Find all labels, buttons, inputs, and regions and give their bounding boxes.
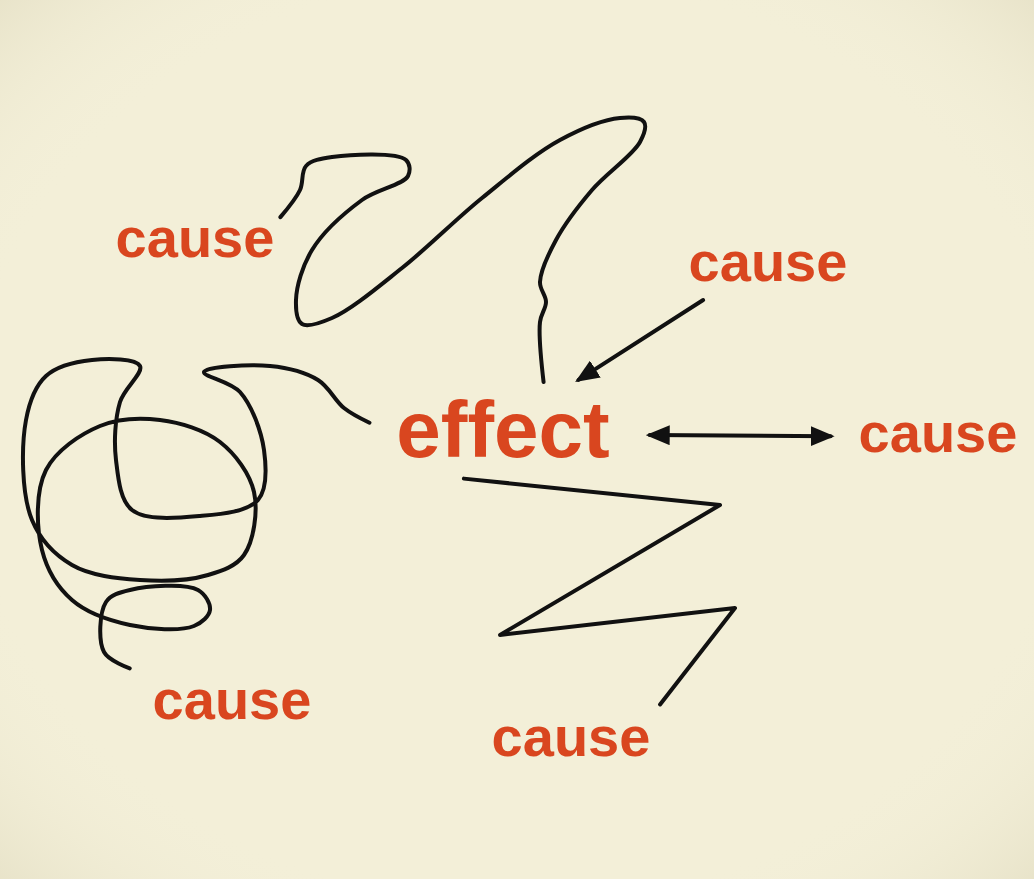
scribble-line: [280, 118, 645, 382]
node-label: cause: [116, 207, 275, 269]
text-node: cause: [110, 203, 281, 273]
scribble-line: [464, 479, 735, 705]
scribble-line: [23, 359, 369, 668]
node-label: cause: [153, 669, 312, 731]
arrow-line: [578, 300, 703, 380]
text-node: effect: [390, 382, 615, 478]
text-node: cause: [147, 665, 318, 735]
node-label: cause: [492, 706, 651, 768]
arrow-line: [650, 435, 831, 436]
node-label: cause: [859, 402, 1018, 464]
node-label: effect: [396, 386, 609, 474]
text-node: cause: [486, 702, 657, 772]
text-node: cause: [683, 227, 854, 297]
node-label: cause: [689, 231, 848, 293]
text-node: cause: [853, 398, 1024, 468]
